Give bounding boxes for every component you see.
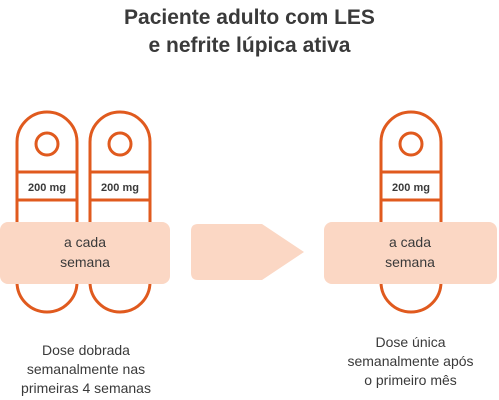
right-frequency-band: a cada semana <box>324 222 497 284</box>
right-band-line-2: semana <box>385 254 435 270</box>
title-line-2: e nefrite lúpica ativa <box>148 34 351 57</box>
right-caption: Dose única semanalmente após o primeiro … <box>324 333 497 390</box>
diagram-title: Paciente adulto com LES e nefrite lúpica… <box>0 4 499 60</box>
left-caption: Dose dobrada semanalmente nas primeiras … <box>0 341 172 398</box>
left-band-line-1: a cada <box>64 234 106 250</box>
arrow-right-icon <box>191 224 304 280</box>
left-caption-line-3: primeiras 4 semanas <box>21 380 151 396</box>
capsule-1-cap-circle <box>34 131 60 157</box>
right-band-shape <box>324 222 497 284</box>
right-caption-line-3: o primeiro mês <box>364 372 457 388</box>
capsule-1-dose: 200 mg <box>28 182 66 194</box>
left-caption-line-2: semanalmente nas <box>26 361 146 377</box>
capsule-2-dose: 200 mg <box>101 182 139 194</box>
capsule-3-dose: 200 mg <box>392 182 430 194</box>
title-line-1: Paciente adulto com LES <box>124 6 375 29</box>
left-caption-line-1: Dose dobrada <box>42 342 130 358</box>
right-caption-line-1: Dose única <box>375 334 446 350</box>
capsule-2-cap-circle <box>107 131 133 157</box>
right-band-line-1: a cada <box>389 234 431 250</box>
capsule-3-cap-circle <box>398 131 424 157</box>
left-band-shape <box>0 222 170 284</box>
left-frequency-band: a cada semana <box>0 222 170 284</box>
left-band-line-2: semana <box>60 254 110 270</box>
right-caption-line-2: semanalmente após <box>347 353 474 369</box>
